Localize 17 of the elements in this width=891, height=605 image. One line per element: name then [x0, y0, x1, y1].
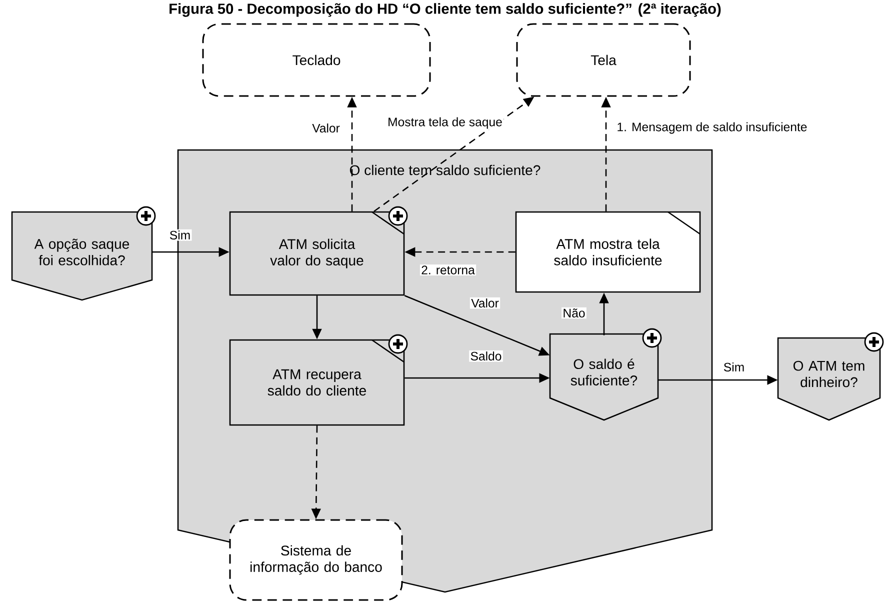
external-entity-box: Sistema de informação do banco	[229, 519, 403, 601]
decision-pentagon: O ATM tem dinheiro?	[777, 332, 884, 421]
decision-pentagon: O saldo é suficiente?	[549, 328, 662, 421]
decision-pentagon: A opção saque foi escolhida?	[11, 206, 156, 301]
task-box: ATM recupera saldo do cliente	[229, 334, 408, 426]
edge-label: Saldo	[469, 350, 503, 362]
edge-label: Não	[562, 307, 586, 319]
title: Figura 50 - Decomposição do HD “O cliente tem saldo suficiente?” (2ª iteração)	[170, 3, 721, 17]
edge-label: Valor	[310, 122, 342, 134]
edge-label: Mostra tela de saque	[386, 116, 504, 130]
external-entity-box: Teclado	[202, 23, 431, 97]
task-box: ATM solicita valor do saque	[229, 206, 408, 296]
edge-label: Sim	[168, 229, 192, 241]
task-box: ATM mostra tela saldo insuficiente	[515, 211, 701, 293]
external-entity-box: Tela	[516, 23, 691, 97]
edge-label: 1. Mensagem de saldo insuficiente	[616, 121, 808, 135]
edge-label: Sim	[722, 361, 746, 373]
